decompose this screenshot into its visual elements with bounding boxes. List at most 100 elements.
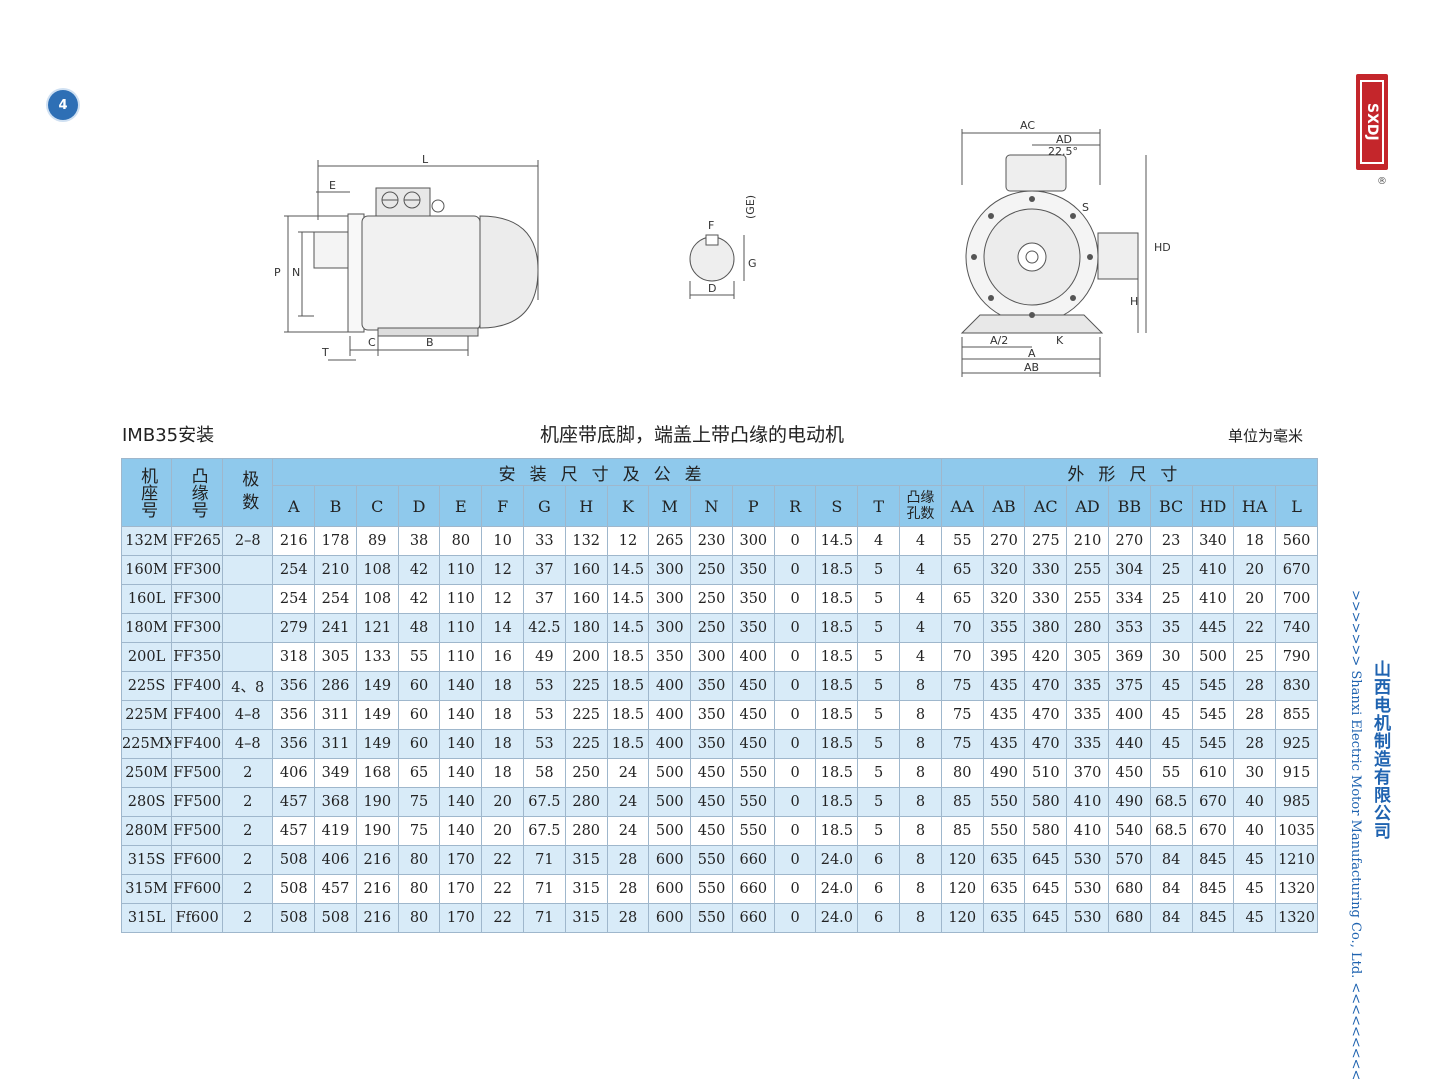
header-install-group: 安装尺寸及公差 [272, 458, 942, 486]
table-cell: 24 [606, 758, 650, 788]
column-header: AC [1024, 485, 1068, 527]
company-name-en: >>>>>>> Shanxi Electric Motor Manufactur… [1348, 590, 1363, 1080]
table-cell: FF500 [171, 816, 224, 846]
column-header: HA [1233, 485, 1277, 527]
label-S: S [1082, 201, 1089, 214]
table-cell [222, 613, 274, 643]
table-cell: 25 [1233, 642, 1277, 672]
table-cell: 65 [940, 584, 984, 614]
table-cell: 225M [120, 700, 173, 730]
table-cell: 8 [899, 671, 942, 701]
table-cell: 140 [439, 787, 483, 817]
column-header: R [773, 485, 817, 527]
table-cell: 160M [120, 555, 173, 585]
table-cell: 110 [439, 642, 483, 672]
table-cell: 350 [731, 584, 775, 614]
table-cell: 4 [899, 584, 942, 614]
table-cell: 14.5 [606, 584, 650, 614]
table-cell: 5 [857, 700, 901, 730]
table-cell: 635 [982, 845, 1026, 875]
header-flange: 凸缘号 [171, 458, 224, 527]
table-cell: 350 [690, 700, 733, 730]
table-cell: 855 [1275, 700, 1318, 730]
table-cell: 58 [523, 758, 566, 788]
table-cell: 49 [523, 642, 566, 672]
table-cell: 2 [222, 787, 274, 817]
table-cell: 300 [690, 642, 733, 672]
table-cell: 160L [120, 584, 173, 614]
table-cell: 24.0 [815, 845, 859, 875]
table-cell: 311 [314, 700, 357, 730]
table-cell: 450 [690, 816, 733, 846]
table-cell: 37 [523, 555, 566, 585]
table-cell: 510 [1024, 758, 1068, 788]
header-frame: 机座号 [120, 458, 173, 527]
table-cell: 140 [439, 671, 483, 701]
table-cell: 120 [940, 874, 984, 904]
table-cell: 24.0 [815, 874, 859, 904]
table-cell: 2 [222, 816, 274, 846]
table-cell: 4 [857, 526, 901, 556]
table-cell: 330 [1024, 555, 1068, 585]
table-cell: 330 [1024, 584, 1068, 614]
column-header: E [439, 485, 483, 527]
table-cell: 550 [731, 787, 775, 817]
table-cell: 370 [1066, 758, 1109, 788]
table-cell: 140 [439, 729, 483, 759]
table-cell: 0 [773, 903, 817, 933]
table-cell: 580 [1024, 787, 1068, 817]
table-cell: 4、8 [222, 671, 274, 701]
table-cell: 12 [481, 555, 525, 585]
table-cell: 8 [899, 787, 942, 817]
table-cell: 790 [1275, 642, 1318, 672]
table-cell: 400 [731, 642, 775, 672]
table-cell: 80 [397, 845, 441, 875]
column-header: BC [1149, 485, 1193, 527]
table-cell: 270 [982, 526, 1026, 556]
table-cell: 80 [397, 874, 441, 904]
table-cell: 24 [606, 816, 650, 846]
table-cell: 2 [222, 874, 274, 904]
table-cell: 845 [1191, 903, 1235, 933]
label-B: B [426, 336, 434, 349]
table-cell: 20 [481, 787, 525, 817]
table-cell: 28 [606, 874, 650, 904]
company-logo: SXDJ [1356, 74, 1388, 170]
table-cell: 580 [1024, 816, 1068, 846]
table-cell: 28 [606, 903, 650, 933]
table-cell: 65 [397, 758, 441, 788]
table-cell: 1210 [1275, 845, 1318, 875]
table-cell: FF500 [171, 758, 224, 788]
column-header: B [314, 485, 357, 527]
table-cell: 270 [1107, 526, 1151, 556]
table-cell: 490 [1107, 787, 1151, 817]
table-cell: 315 [564, 845, 608, 875]
table-cell: 0 [773, 787, 817, 817]
table-cell: 550 [982, 816, 1026, 846]
table-cell: 149 [355, 729, 399, 759]
table-cell: 0 [773, 700, 817, 730]
column-header: 凸缘孔数 [899, 485, 942, 527]
table-cell: 490 [982, 758, 1026, 788]
table-cell: 304 [1107, 555, 1151, 585]
table-cell: 508 [272, 874, 316, 904]
table-cell: 0 [773, 729, 817, 759]
table-cell: 25 [1149, 584, 1193, 614]
table-cell: 985 [1275, 787, 1318, 817]
table-cell: 700 [1275, 584, 1318, 614]
table-cell: 660 [731, 845, 775, 875]
table-cell: 670 [1275, 555, 1318, 585]
table-cell: 830 [1275, 671, 1318, 701]
table-cell: 160 [564, 555, 608, 585]
table-cell: 320 [982, 584, 1026, 614]
column-header: M [648, 485, 692, 527]
table-cell: 0 [773, 526, 817, 556]
table-cell: 445 [1191, 613, 1235, 643]
table-cell: 300 [731, 526, 775, 556]
table-cell: 925 [1275, 729, 1318, 759]
